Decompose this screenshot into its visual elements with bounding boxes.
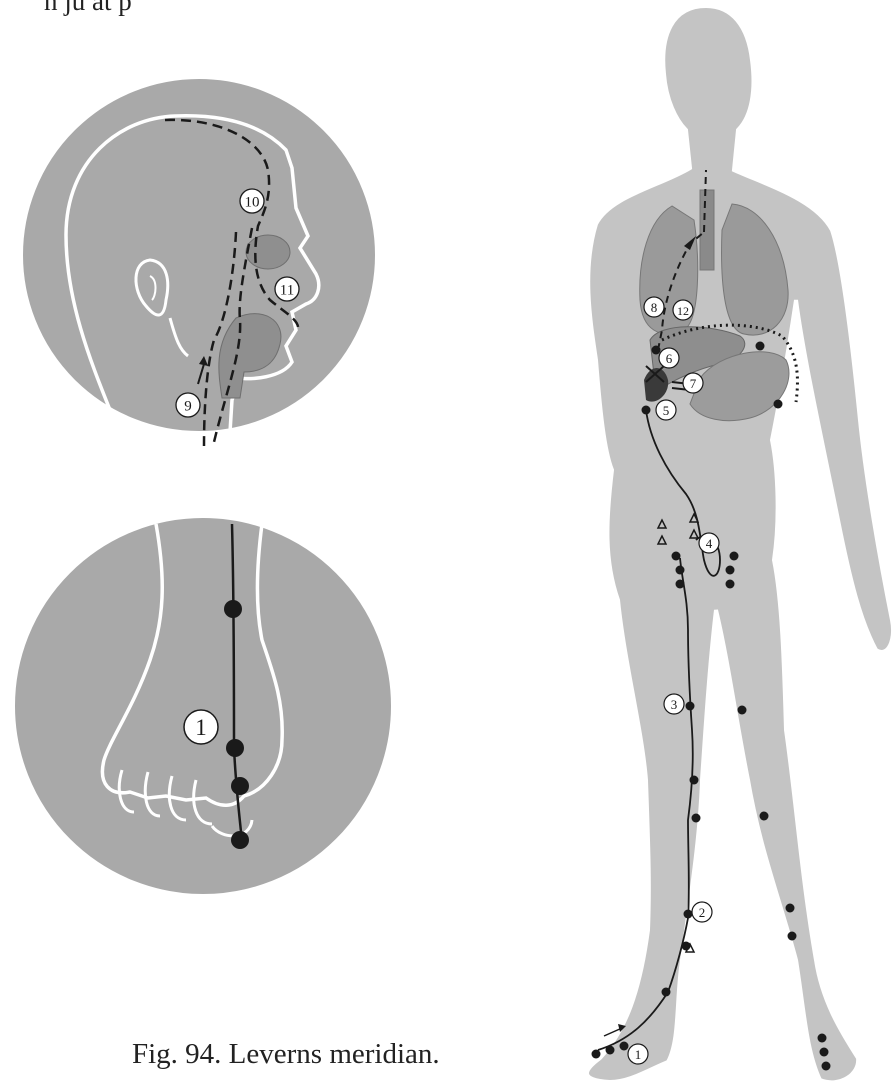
foot-point: [224, 600, 242, 618]
svg-text:2: 2: [699, 905, 706, 920]
svg-text:1: 1: [195, 715, 207, 740]
head-label-10: 10: [240, 189, 264, 213]
body-label-6: 6: [659, 348, 679, 368]
body-label-8: 8: [644, 297, 664, 317]
svg-text:6: 6: [666, 351, 673, 366]
foot-point: [231, 831, 249, 849]
foot-point: [231, 777, 249, 795]
body-label-1: 1: [628, 1044, 648, 1064]
body-label-2: 2: [692, 902, 712, 922]
svg-text:12: 12: [677, 304, 689, 318]
body-figure: 8 12 6 7 5 4 3: [587, 6, 893, 1082]
body-label-7: 7: [683, 373, 703, 393]
svg-text:11: 11: [280, 283, 294, 299]
head-label-9: 9: [176, 393, 200, 417]
body-label-5: 5: [656, 400, 676, 420]
svg-text:1: 1: [635, 1047, 642, 1062]
svg-text:4: 4: [706, 536, 713, 551]
body-label-12: 12: [673, 300, 693, 320]
foot-label-1: 1: [184, 710, 218, 744]
foot-inset: 1: [13, 516, 393, 896]
svg-text:10: 10: [245, 195, 260, 211]
trachea: [700, 190, 714, 270]
body-silhouette: [587, 6, 893, 1082]
body-label-3: 3: [664, 694, 684, 714]
body-label-4: 4: [699, 533, 719, 553]
foot-point: [226, 739, 244, 757]
foot-inset-circle: [13, 516, 393, 896]
svg-text:7: 7: [690, 376, 697, 391]
head-label-11: 11: [275, 277, 299, 301]
figure-caption: Fig. 94. Leverns meridian.: [132, 1038, 440, 1071]
head-inset: 10 11 9: [21, 77, 377, 446]
svg-text:3: 3: [671, 697, 678, 712]
svg-text:5: 5: [663, 403, 670, 418]
svg-text:9: 9: [184, 399, 192, 415]
eye-organ: [246, 235, 290, 269]
svg-text:8: 8: [651, 300, 658, 315]
